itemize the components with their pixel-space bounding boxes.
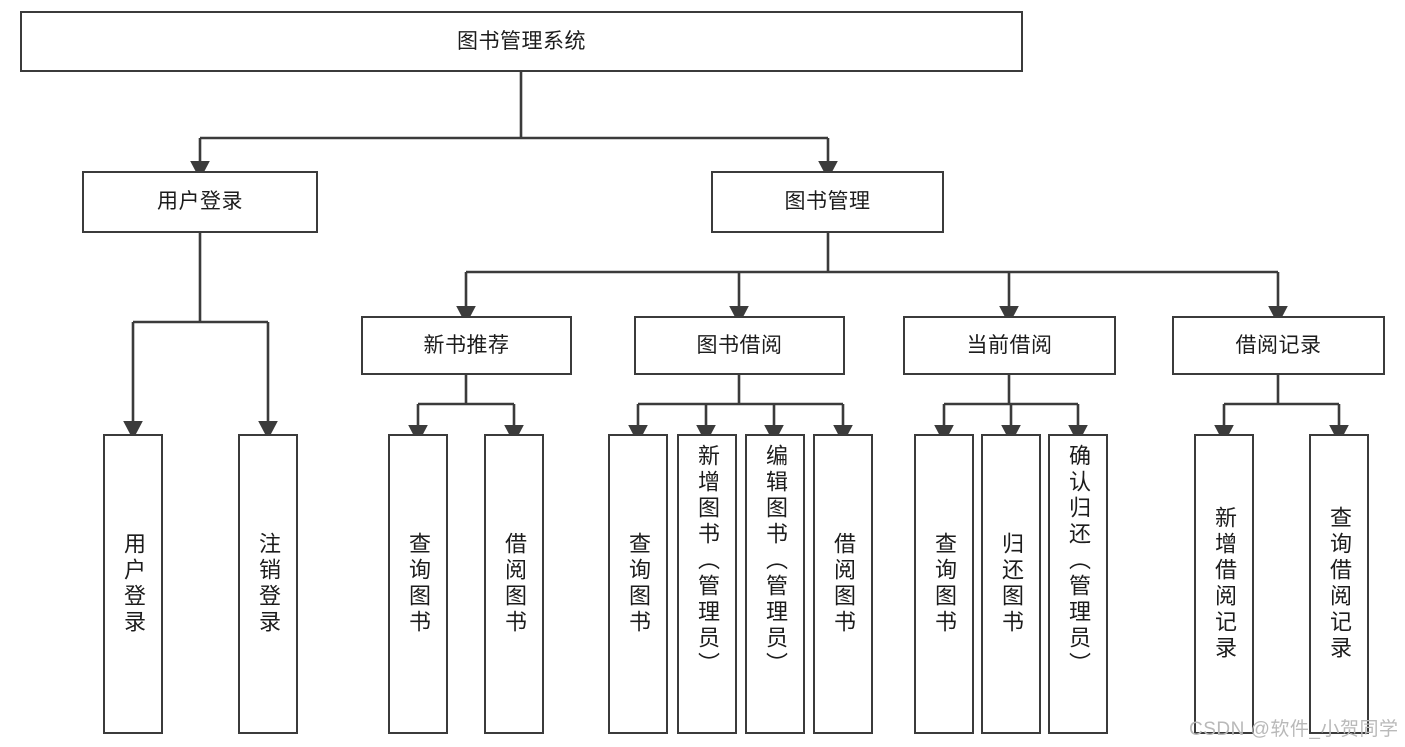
node-leaf-edit-book[interactable]: 编辑图书（管理员） xyxy=(745,434,805,734)
node-leaf-borrow-book-2[interactable]: 借阅图书 xyxy=(813,434,873,734)
node-leaf-borrow-book-1-label: 借阅图书 xyxy=(502,532,527,636)
node-leaf-query-book-2-label: 查询图书 xyxy=(626,532,651,636)
node-current-borrow[interactable]: 当前借阅 xyxy=(903,316,1116,375)
node-leaf-edit-book-label: 编辑图书（管理员） xyxy=(763,444,788,678)
node-root-label: 图书管理系统 xyxy=(457,29,586,53)
node-new-book-recommend[interactable]: 新书推荐 xyxy=(361,316,572,375)
node-borrow-record-label: 借阅记录 xyxy=(1235,333,1322,357)
node-leaf-query-book-3-label: 查询图书 xyxy=(932,532,957,636)
node-leaf-user-login-label: 用户登录 xyxy=(121,532,146,636)
node-book-borrow[interactable]: 图书借阅 xyxy=(634,316,845,375)
node-current-borrow-label: 当前借阅 xyxy=(966,333,1053,357)
node-leaf-query-book-1-label: 查询图书 xyxy=(406,532,431,636)
node-book-manage[interactable]: 图书管理 xyxy=(711,171,944,233)
node-leaf-logout-login[interactable]: 注销登录 xyxy=(238,434,298,734)
node-leaf-confirm-return[interactable]: 确认归还（管理员） xyxy=(1048,434,1108,734)
node-root[interactable]: 图书管理系统 xyxy=(20,11,1023,72)
node-user-login-label: 用户登录 xyxy=(157,190,243,214)
csdn-watermark: CSDN @软件_小贺同学 xyxy=(1189,719,1399,740)
node-leaf-add-record[interactable]: 新增借阅记录 xyxy=(1194,434,1254,734)
node-leaf-return-book-label: 归还图书 xyxy=(999,532,1024,636)
node-leaf-query-book-3[interactable]: 查询图书 xyxy=(914,434,974,734)
node-leaf-return-book[interactable]: 归还图书 xyxy=(981,434,1041,734)
node-leaf-query-book-1[interactable]: 查询图书 xyxy=(388,434,448,734)
node-leaf-query-book-2[interactable]: 查询图书 xyxy=(608,434,668,734)
node-leaf-logout-login-label: 注销登录 xyxy=(256,532,281,636)
node-leaf-borrow-book-1[interactable]: 借阅图书 xyxy=(484,434,544,734)
node-leaf-borrow-book-2-label: 借阅图书 xyxy=(831,532,856,636)
node-leaf-add-book-label: 新增图书（管理员） xyxy=(695,444,720,678)
node-leaf-user-login[interactable]: 用户登录 xyxy=(103,434,163,734)
node-leaf-add-book[interactable]: 新增图书（管理员） xyxy=(677,434,737,734)
node-leaf-confirm-return-label: 确认归还（管理员） xyxy=(1066,444,1091,678)
node-leaf-query-record[interactable]: 查询借阅记录 xyxy=(1309,434,1369,734)
node-book-borrow-label: 图书借阅 xyxy=(696,333,783,357)
node-user-login[interactable]: 用户登录 xyxy=(82,171,318,233)
node-borrow-record[interactable]: 借阅记录 xyxy=(1172,316,1385,375)
node-new-book-recommend-label: 新书推荐 xyxy=(423,333,510,357)
node-book-manage-label: 图书管理 xyxy=(784,190,871,214)
node-leaf-query-record-label: 查询借阅记录 xyxy=(1327,506,1352,662)
node-leaf-add-record-label: 新增借阅记录 xyxy=(1212,506,1237,662)
